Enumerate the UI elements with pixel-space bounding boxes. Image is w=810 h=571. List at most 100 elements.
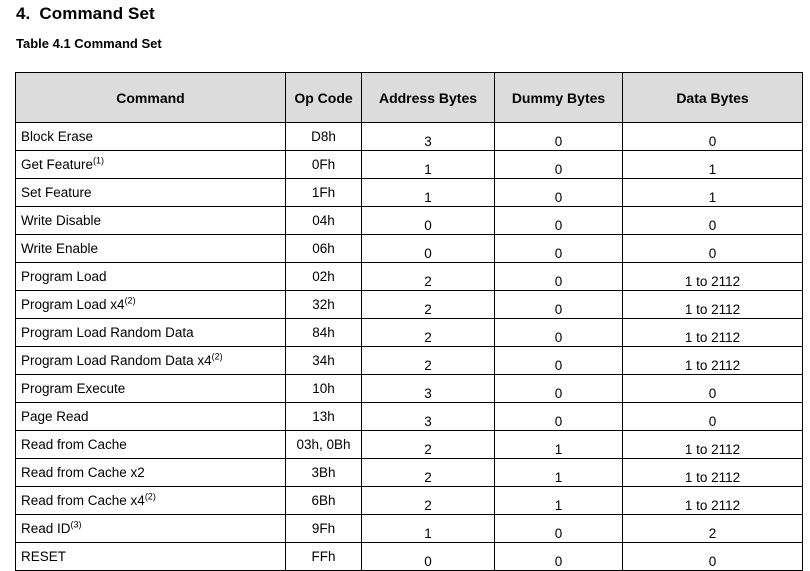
- cell-opcode: 3Bh: [285, 458, 362, 487]
- cell-address-bytes: 2: [361, 346, 495, 375]
- cell-opcode: 04h: [285, 206, 362, 235]
- cell-opcode: 9Fh: [285, 514, 362, 543]
- cell-dummy-bytes: 0: [494, 290, 623, 319]
- cell-command: Write Disable: [15, 206, 286, 235]
- cell-data-bytes: 0: [622, 374, 803, 403]
- cell-address-bytes: 2: [361, 458, 495, 487]
- cell-dummy-bytes: 0: [494, 374, 623, 403]
- page-title: 4. Command Set: [16, 4, 155, 24]
- command-name: Program Load x4: [21, 297, 125, 312]
- footnote-marker: (2): [124, 295, 136, 306]
- command-name: Program Execute: [21, 381, 126, 396]
- cell-opcode: 6Bh: [285, 486, 362, 515]
- cell-command: Read from Cache x4(2): [15, 486, 286, 515]
- cell-dummy-bytes: 0: [494, 542, 623, 571]
- cell-command: Read ID(3): [15, 514, 286, 543]
- footnote-marker: (2): [211, 351, 223, 362]
- command-name: Read from Cache: [21, 437, 127, 452]
- section-title: Command Set: [39, 4, 155, 23]
- section-number: 4.: [16, 4, 31, 23]
- cell-data-bytes: 1: [622, 178, 803, 207]
- cell-opcode: FFh: [285, 542, 362, 571]
- column-header-opcode: Op Code: [285, 72, 362, 123]
- cell-dummy-bytes: 1: [494, 458, 623, 487]
- cell-dummy-bytes: 0: [494, 178, 623, 207]
- cell-data-bytes: 0: [622, 122, 803, 151]
- cell-command: Get Feature(1): [15, 150, 286, 179]
- table-header-row: Command Op Code Address Bytes Dummy Byte…: [15, 72, 803, 123]
- command-name: Read ID: [21, 521, 71, 536]
- cell-address-bytes: 2: [361, 262, 495, 291]
- command-name: Write Enable: [21, 241, 99, 256]
- cell-opcode: 06h: [285, 234, 362, 263]
- cell-opcode: 03h, 0Bh: [285, 430, 362, 459]
- cell-command: Program Load Random Data: [15, 318, 286, 347]
- cell-command: Read from Cache: [15, 430, 286, 459]
- cell-data-bytes: 1 to 2112: [622, 486, 803, 515]
- cell-opcode: D8h: [285, 122, 362, 151]
- cell-data-bytes: 0: [622, 542, 803, 571]
- cell-opcode: 10h: [285, 374, 362, 403]
- cell-data-bytes: 2: [622, 514, 803, 543]
- cell-opcode: 84h: [285, 318, 362, 347]
- cell-data-bytes: 1 to 2112: [622, 290, 803, 319]
- cell-address-bytes: 2: [361, 318, 495, 347]
- cell-opcode: 02h: [285, 262, 362, 291]
- cell-dummy-bytes: 0: [494, 122, 623, 151]
- cell-data-bytes: 1 to 2112: [622, 458, 803, 487]
- cell-data-bytes: 1 to 2112: [622, 262, 803, 291]
- footnote-marker: (3): [70, 519, 82, 530]
- table-caption: Table 4.1 Command Set: [16, 36, 162, 51]
- cell-address-bytes: 2: [361, 486, 495, 515]
- cell-opcode: 13h: [285, 402, 362, 431]
- cell-command: Set Feature: [15, 178, 286, 207]
- cell-address-bytes: 1: [361, 150, 495, 179]
- table-header: Command Op Code Address Bytes Dummy Byte…: [15, 72, 803, 123]
- cell-dummy-bytes: 1: [494, 430, 623, 459]
- cell-dummy-bytes: 0: [494, 206, 623, 235]
- cell-opcode: 1Fh: [285, 178, 362, 207]
- cell-command: Program Load x4(2): [15, 290, 286, 319]
- cell-dummy-bytes: 0: [494, 150, 623, 179]
- cell-command: RESET: [15, 542, 286, 571]
- command-set-table: Command Op Code Address Bytes Dummy Byte…: [15, 72, 803, 571]
- cell-opcode: 34h: [285, 346, 362, 375]
- column-header-dummy-bytes: Dummy Bytes: [494, 72, 623, 123]
- command-name: Page Read: [21, 409, 89, 424]
- cell-address-bytes: 2: [361, 290, 495, 319]
- command-name: Program Load: [21, 269, 107, 284]
- cell-data-bytes: 1 to 2112: [622, 318, 803, 347]
- cell-data-bytes: 1: [622, 150, 803, 179]
- cell-data-bytes: 0: [622, 206, 803, 235]
- cell-address-bytes: 1: [361, 178, 495, 207]
- command-name: Block Erase: [21, 129, 94, 144]
- cell-command: Write Enable: [15, 234, 286, 263]
- footnote-marker: (1): [93, 155, 105, 166]
- command-name: Write Disable: [21, 213, 102, 228]
- column-header-command: Command: [15, 72, 286, 123]
- cell-dummy-bytes: 0: [494, 514, 623, 543]
- cell-dummy-bytes: 0: [494, 234, 623, 263]
- cell-command: Page Read: [15, 402, 286, 431]
- cell-address-bytes: 1: [361, 514, 495, 543]
- cell-command: Program Load: [15, 262, 286, 291]
- cell-address-bytes: 3: [361, 402, 495, 431]
- column-header-data-bytes: Data Bytes: [622, 72, 803, 123]
- cell-data-bytes: 1 to 2112: [622, 430, 803, 459]
- document-page: 4. Command Set Table 4.1 Command Set Comm…: [15, 4, 803, 571]
- cell-dummy-bytes: 1: [494, 486, 623, 515]
